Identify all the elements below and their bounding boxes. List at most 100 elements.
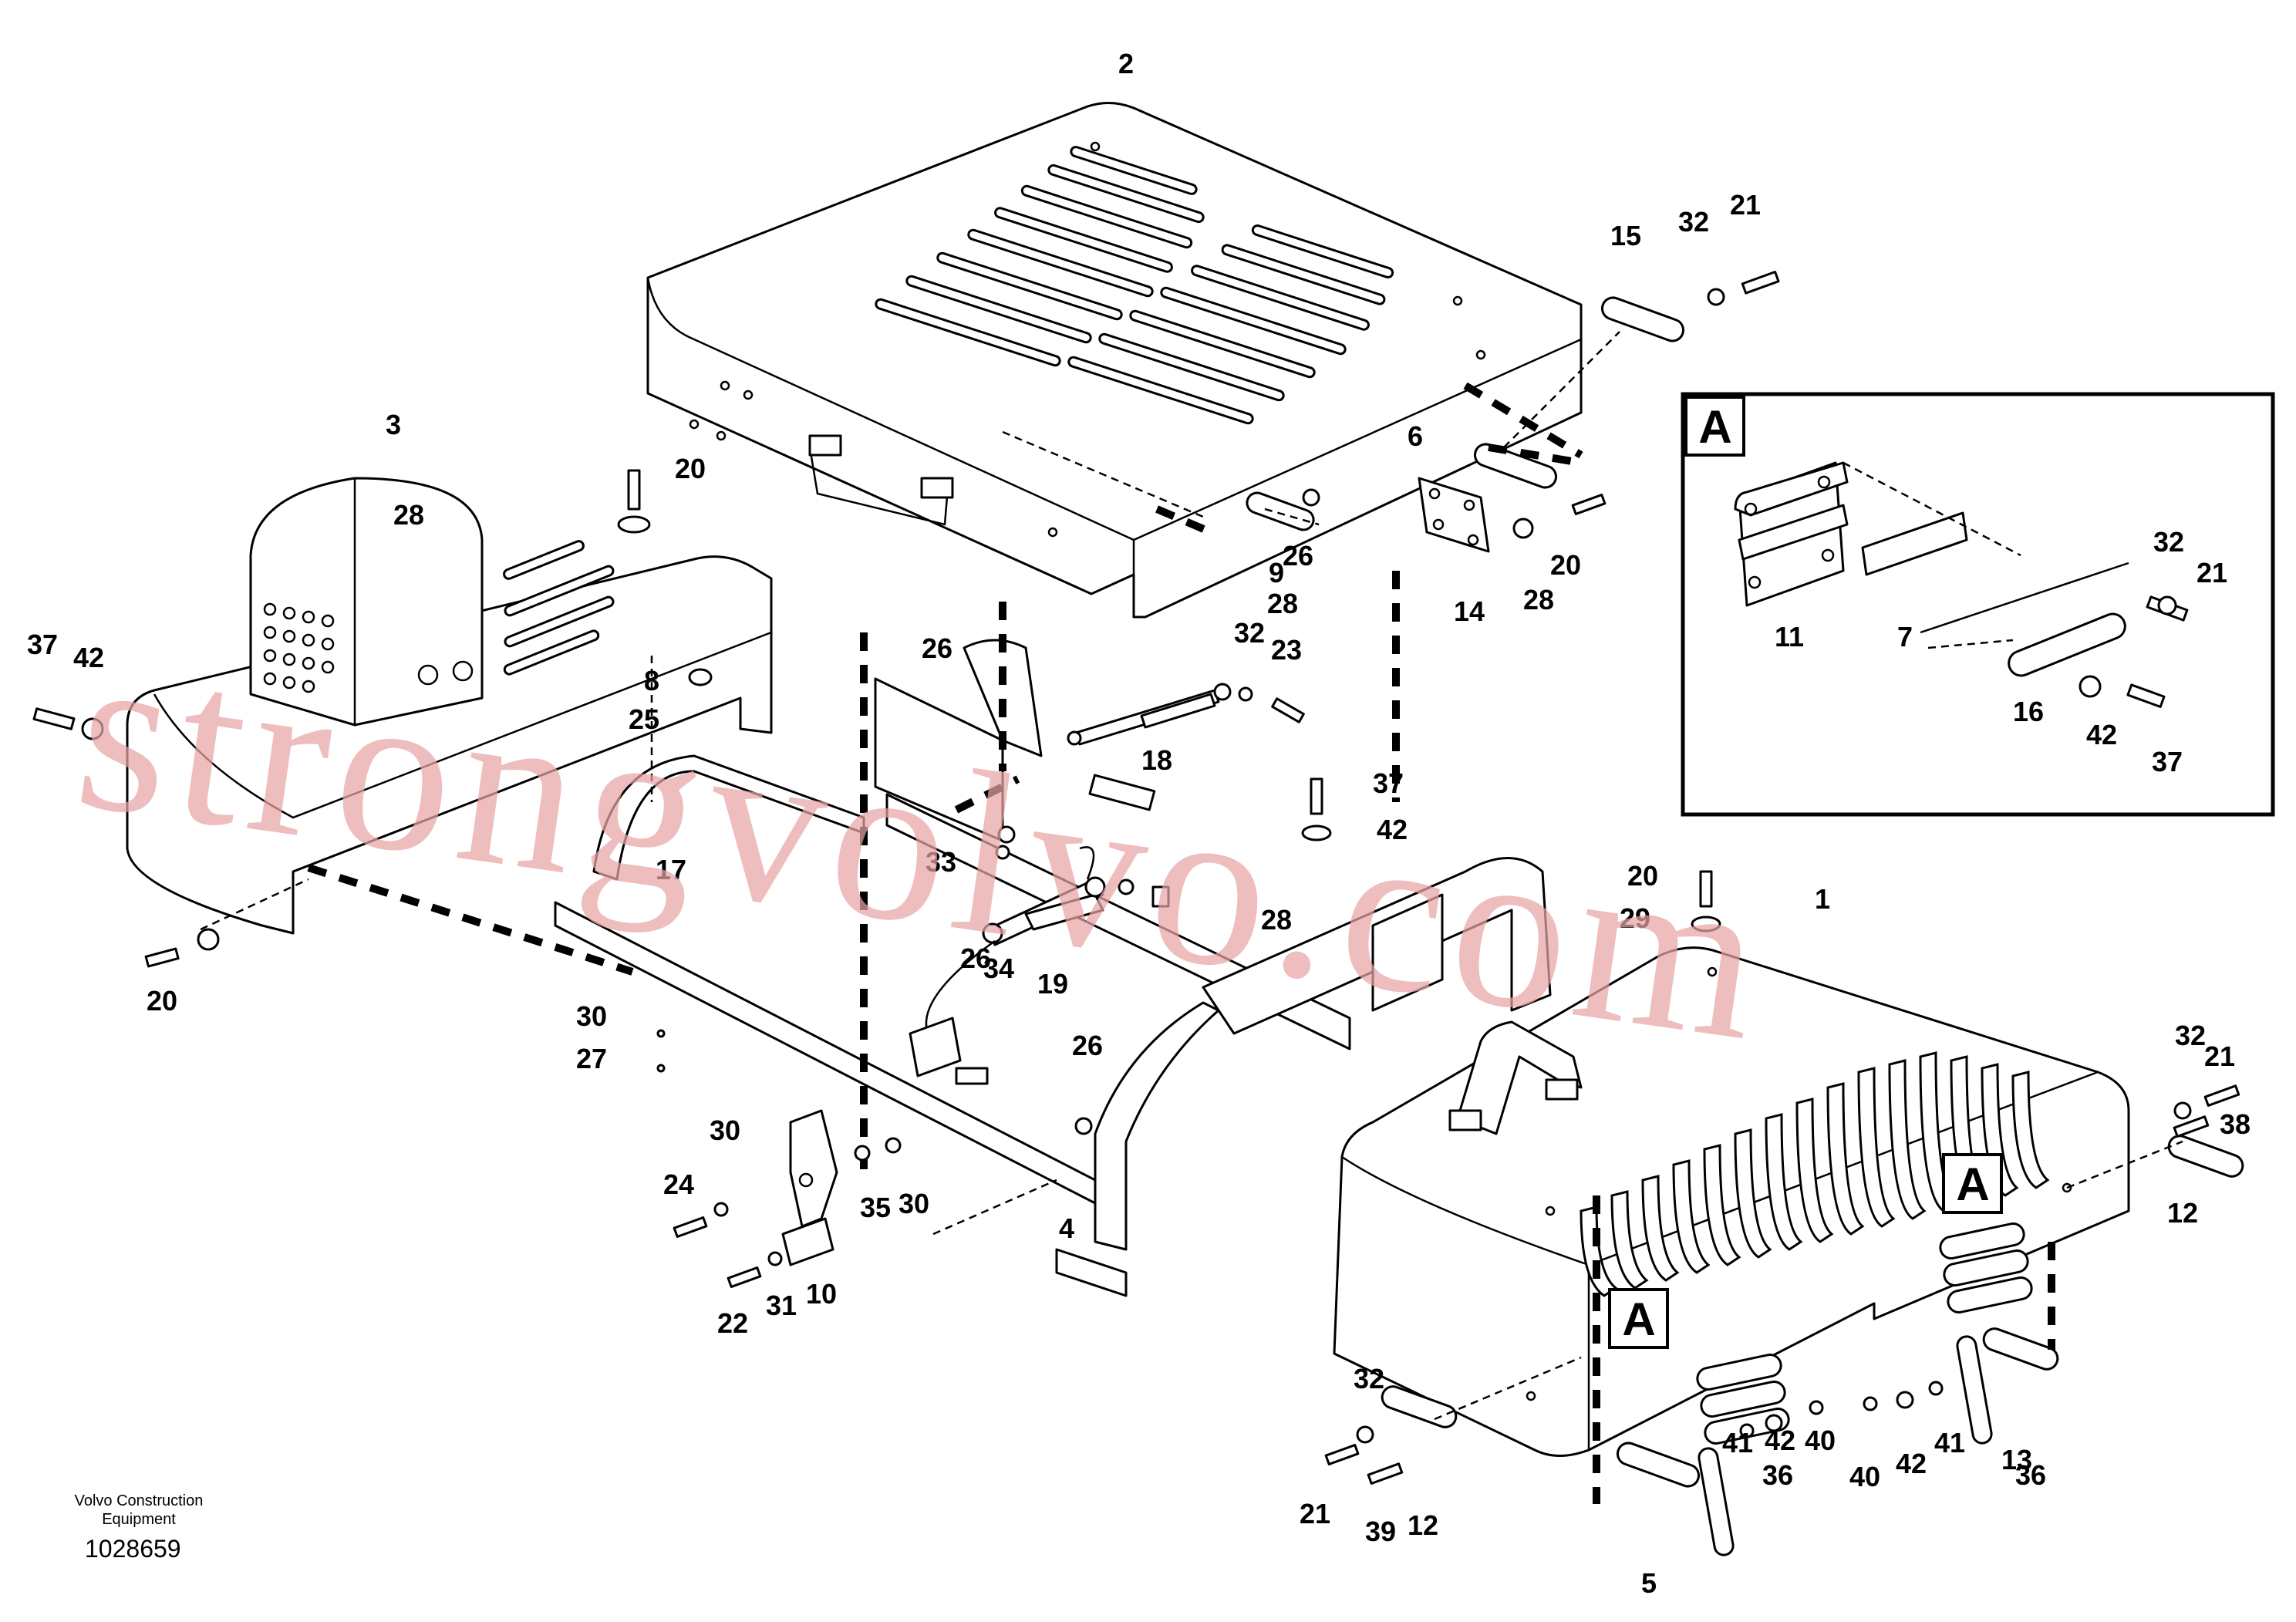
callout-36: 36	[1762, 1459, 1793, 1491]
strap-part-6	[1473, 443, 1558, 489]
callout-20: 20	[675, 453, 706, 484]
callout-25: 25	[629, 703, 659, 735]
callout-42: 42	[1377, 814, 1408, 845]
strap-part-9	[1246, 491, 1315, 531]
callout-22: 22	[717, 1307, 748, 1339]
callout-39: 39	[1365, 1516, 1396, 1547]
view-marker-a-2: A	[1942, 1153, 2003, 1214]
callout-37: 37	[1373, 767, 1404, 799]
callout-10: 10	[806, 1278, 837, 1310]
callout-30: 30	[710, 1114, 740, 1146]
left-cover-part-3	[126, 477, 773, 935]
callout-40: 40	[1805, 1425, 1836, 1456]
callout-31: 31	[766, 1290, 797, 1321]
right-cover-vent-fins	[1580, 1051, 2050, 1297]
callout-28: 28	[393, 499, 424, 531]
callout-19: 19	[1037, 968, 1068, 1000]
callout-35: 35	[860, 1192, 891, 1223]
callout-23: 23	[1271, 634, 1302, 666]
callout-15: 15	[1610, 220, 1641, 251]
callout-27: 27	[576, 1043, 607, 1074]
arm-part-36-right	[1956, 1335, 1993, 1445]
lock-part-35	[909, 1017, 989, 1085]
left-cover-vent-slots	[503, 540, 615, 676]
linkage-part-19	[925, 846, 1106, 1058]
fasteners	[32, 270, 2240, 1485]
callout-32: 32	[1234, 617, 1265, 649]
callout-28: 28	[1523, 584, 1554, 615]
detail-callout-11: 11	[1775, 621, 1804, 653]
strap-part-15	[1600, 296, 1685, 342]
detail-callout-42: 42	[2086, 719, 2117, 750]
callout-26: 26	[1072, 1030, 1103, 1061]
callout-36: 36	[2015, 1459, 2046, 1491]
right-cover-part-1	[1333, 946, 2130, 1457]
callout-32: 32	[1678, 206, 1709, 238]
callout-20: 20	[1550, 549, 1581, 581]
company-name-line1: Volvo Construction	[74, 1492, 204, 1509]
detail-callout-32: 32	[2153, 526, 2184, 558]
company-name-line2: Equipment	[102, 1511, 176, 1528]
company-name: Volvo Construction Equipment	[46, 1492, 231, 1529]
part-callouts: 2314568910121213141517181920202020212121…	[27, 48, 2250, 1599]
callout-26: 26	[960, 943, 991, 974]
top-cover-vent-slots	[875, 146, 1394, 425]
detail-callout-37: 37	[2152, 746, 2183, 777]
filter-housing-holes	[263, 602, 335, 693]
callout-14: 14	[1454, 595, 1485, 627]
callout-29: 29	[1620, 902, 1650, 934]
callout-1: 1	[1815, 883, 1830, 915]
callout-8: 8	[644, 665, 659, 696]
callout-38: 38	[2220, 1108, 2250, 1140]
callout-21: 21	[2204, 1040, 2235, 1072]
drawing-number: 1028659	[85, 1535, 181, 1563]
callout-5: 5	[1641, 1567, 1657, 1599]
callout-6: 6	[1408, 420, 1423, 452]
svg-text:A: A	[1622, 1293, 1655, 1345]
callout-30: 30	[576, 1000, 607, 1032]
callout-20: 20	[1627, 860, 1658, 892]
callout-42: 42	[73, 642, 104, 673]
callout-41: 41	[1934, 1427, 1965, 1458]
view-marker-a-1: A	[1608, 1288, 1669, 1349]
svg-text:A: A	[1956, 1158, 1989, 1210]
callout-32: 32	[2175, 1020, 2206, 1051]
callout-26: 26	[922, 632, 952, 664]
callout-41: 41	[1722, 1427, 1753, 1458]
detail-callout-16: 16	[2013, 696, 2044, 727]
callout-21: 21	[1300, 1498, 1330, 1529]
callout-34: 34	[983, 953, 1014, 984]
callout-42: 42	[1896, 1448, 1927, 1479]
callout-28: 28	[1267, 588, 1298, 619]
right-cover-hinge-right	[1939, 1222, 2033, 1314]
hinge-plate-part-14	[1418, 477, 1490, 553]
callout-2: 2	[1118, 48, 1134, 79]
callout-17: 17	[656, 854, 686, 885]
detail-view-label: A	[1698, 401, 1731, 453]
callout-24: 24	[663, 1168, 694, 1200]
top-cover-mount-holes	[689, 141, 1486, 538]
detail-callout-21: 21	[2197, 557, 2227, 588]
callout-12: 12	[1408, 1509, 1438, 1541]
callout-33: 33	[925, 846, 956, 878]
callout-12: 12	[2167, 1197, 2198, 1229]
top-cover-part-2	[646, 102, 1583, 619]
callout-4: 4	[1059, 1212, 1074, 1244]
callout-32: 32	[1354, 1363, 1384, 1394]
assembly-dashed-lines	[307, 382, 2055, 1504]
callout-37: 37	[27, 629, 58, 660]
strap-part-12-right	[2167, 1135, 2244, 1178]
callout-13: 13	[2001, 1444, 2032, 1475]
callout-21: 21	[1730, 189, 1761, 221]
link-part-5	[1616, 1442, 1701, 1488]
callout-42: 42	[1765, 1425, 1795, 1456]
callout-3: 3	[386, 409, 401, 440]
callout-40: 40	[1849, 1461, 1880, 1492]
watermark: strongvolvo.com	[64, 599, 1784, 1090]
callout-9: 9	[1269, 557, 1284, 588]
latch-part-10	[781, 1109, 838, 1266]
link-part-13	[1982, 1327, 2059, 1371]
callout-30: 30	[899, 1188, 929, 1219]
